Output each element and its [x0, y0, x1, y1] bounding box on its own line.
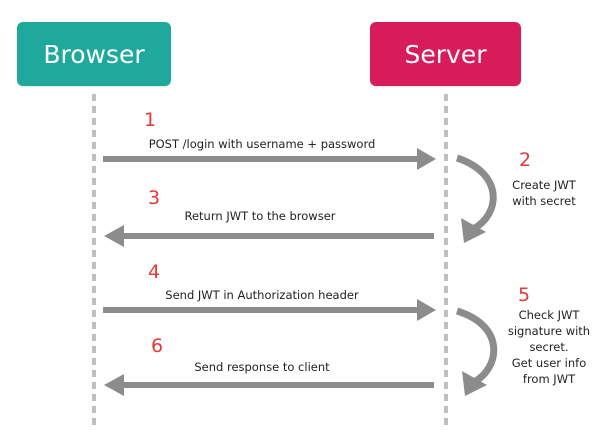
step-1-arrow — [103, 148, 436, 170]
step-6-number: 6 — [151, 335, 164, 357]
step-4-arrow — [103, 299, 436, 321]
step-5-note: Check JWT signature with secret. Get use… — [507, 308, 591, 386]
step-2-number: 2 — [519, 149, 532, 171]
step-3-number: 3 — [148, 187, 161, 209]
server-label: Server — [404, 39, 487, 69]
browser-actor: Browser — [17, 22, 171, 86]
step-2-note: Create JWT with secret — [512, 178, 576, 208]
server-actor: Server — [370, 22, 521, 86]
step-5-number: 5 — [518, 284, 531, 306]
step-4-message: Send JWT in Authorization header — [165, 288, 359, 302]
step-4-number: 4 — [148, 261, 161, 283]
server-lifeline — [444, 94, 448, 426]
step-6-arrow — [104, 374, 434, 396]
step-1-message: POST /login with username + password — [148, 137, 376, 151]
browser-lifeline — [92, 94, 96, 426]
step-3-arrow — [104, 225, 434, 247]
step-5-self-arrow — [455, 307, 498, 396]
step-1-number: 1 — [144, 109, 157, 131]
browser-label: Browser — [43, 39, 145, 69]
step-3-message: Return JWT to the browser — [184, 209, 336, 223]
step-2-self-arrow — [455, 154, 497, 243]
step-6-message: Send response to client — [194, 360, 330, 374]
